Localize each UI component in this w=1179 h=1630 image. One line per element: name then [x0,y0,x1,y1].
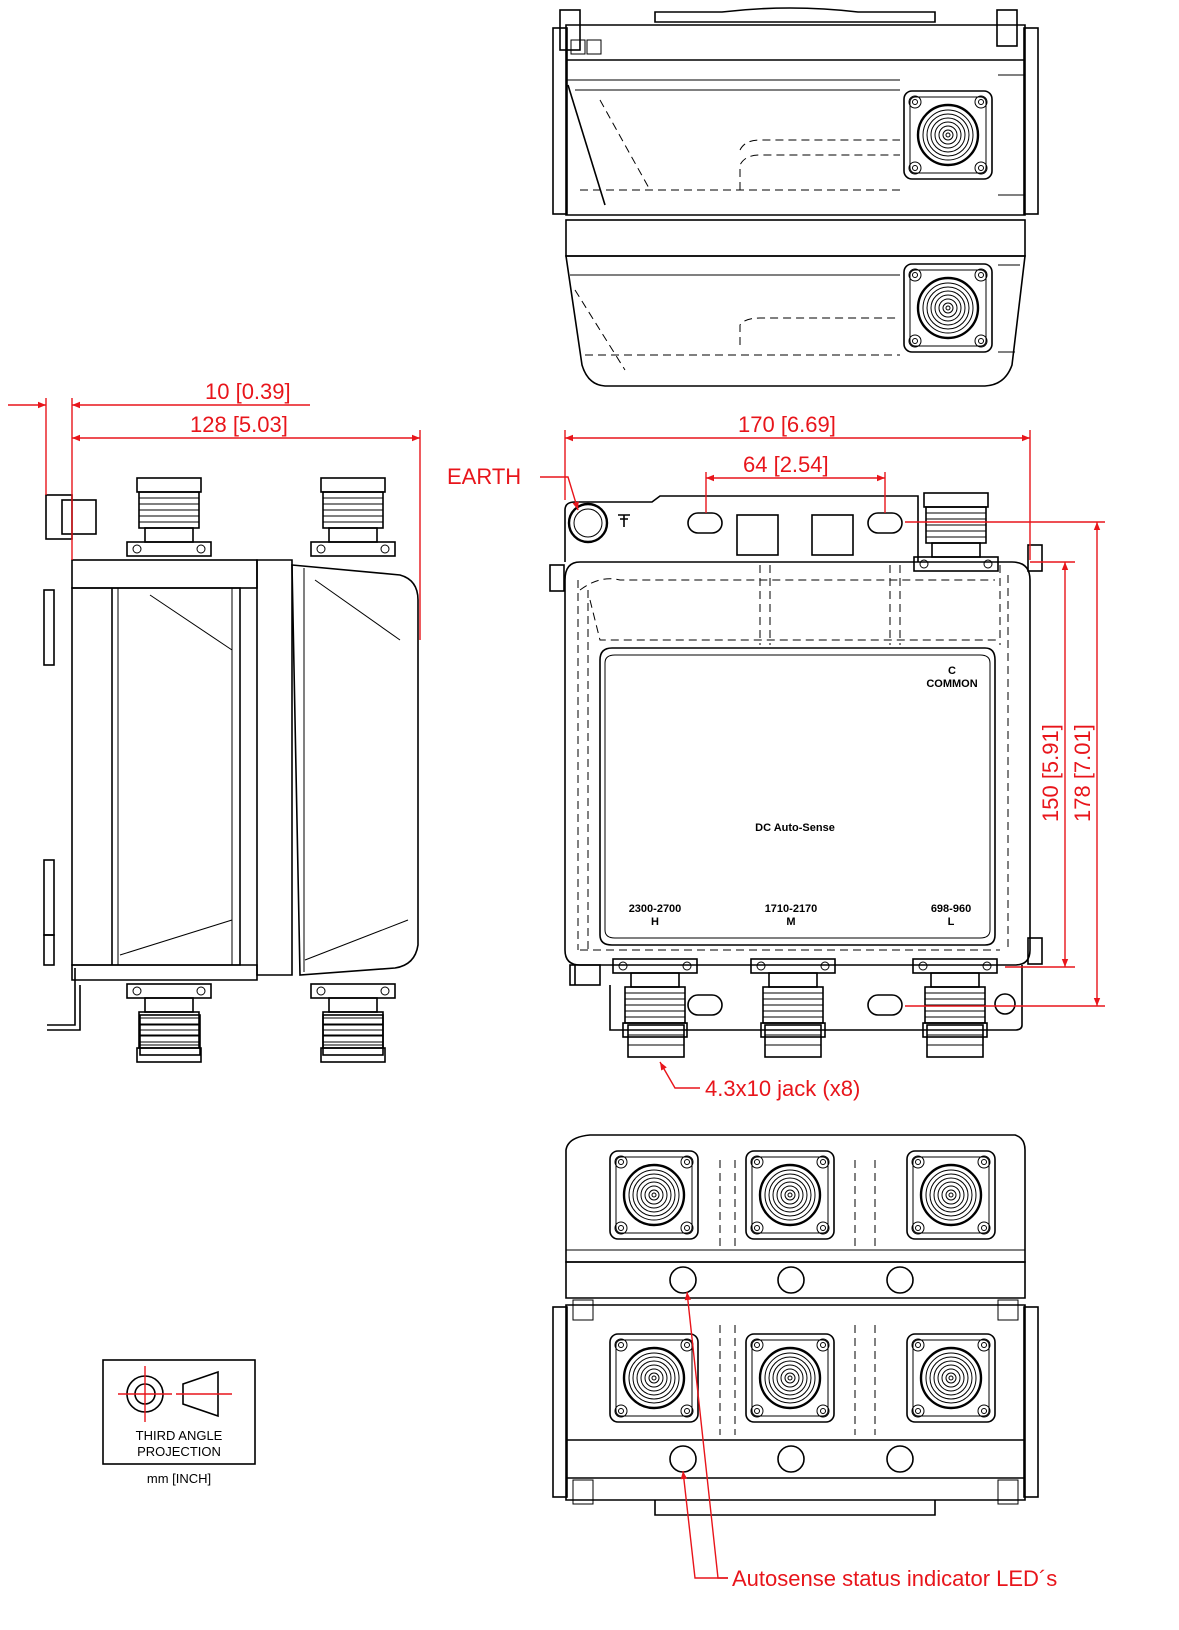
callout-earth: EARTH [447,464,521,489]
port-h-id: H [651,916,659,928]
front-dimensions [540,430,1105,1089]
port-m-id: M [786,916,795,928]
label-common-c: C [948,665,956,677]
top-view [552,7,1039,387]
side-view [43,477,419,1063]
dim-front-width: 170 [6.69] [738,412,836,437]
callout-jack: 4.3x10 jack (x8) [705,1076,860,1101]
label-common: COMMON [926,678,977,690]
callout-leds: Autosense status indicator LED´s [732,1566,1057,1591]
port-m-freq: 1710-2170 [765,903,818,915]
port-l-id: L [948,916,955,928]
dim-side-offset: 10 [0.39] [205,379,291,404]
port-h-freq: 2300-2700 [629,903,682,915]
projection-line2: PROJECTION [137,1444,221,1459]
label-dc-autosense: DC Auto-Sense [755,822,835,834]
dim-mount-spacing: 64 [2.54] [743,452,829,477]
dim-total-height: 178 [7.01] [1070,724,1095,822]
front-view [549,492,1043,1058]
led-leaders [680,1291,728,1579]
bottom-view [552,1134,1039,1516]
projection-line1: THIRD ANGLE [136,1428,223,1443]
projection-symbol [102,1359,256,1465]
dim-body-height: 150 [5.91] [1038,724,1063,822]
port-l-freq: 698-960 [931,903,971,915]
dim-side-width: 128 [5.03] [190,412,288,437]
side-dimensions [8,398,421,640]
units-label: mm [INCH] [147,1471,211,1486]
